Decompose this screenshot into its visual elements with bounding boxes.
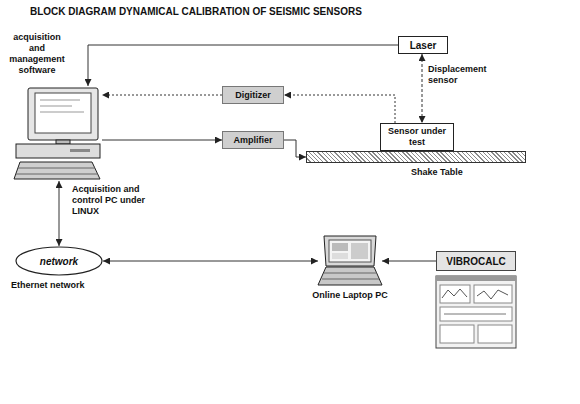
screenshot-plot: [442, 289, 467, 298]
shake-table: Shake Table: [306, 151, 526, 163]
caption-label: Online Laptop PC: [304, 290, 396, 301]
box-label: Sensor under test: [385, 126, 449, 148]
laptop-node: Online Laptop PC: [318, 236, 382, 286]
screen-window: [351, 243, 368, 259]
screenshot-titlebar: [436, 276, 516, 281]
network-ellipse-shape: [16, 247, 102, 275]
connector: [284, 140, 306, 157]
caption-label: Acquisition and control PC under LINUX: [72, 184, 164, 217]
keyboard: [14, 162, 100, 179]
key-row: [324, 273, 377, 274]
laptop-lid: [324, 236, 376, 266]
laser-box: Laser: [398, 36, 448, 54]
screenshot-panel: [440, 307, 512, 321]
connector: [102, 95, 222, 96]
connector: [59, 181, 60, 246]
screen-line: [40, 106, 72, 107]
screenshot-plot: [477, 290, 508, 299]
diagram-title: BLOCK DIAGRAM DYNAMICAL CALIBRATION OF S…: [30, 6, 362, 18]
laptop-screen: [329, 240, 371, 262]
screen-window: [332, 243, 348, 251]
screenshot-frame: [436, 276, 516, 348]
screen-line: [40, 100, 80, 101]
screenshot-panel: [478, 325, 512, 343]
connector: [102, 140, 222, 141]
key-row: [322, 279, 379, 280]
drive-slot: [70, 149, 90, 152]
computer-illustration: [14, 88, 100, 179]
connector: [422, 54, 423, 123]
box-label: VIBROCALC: [446, 256, 505, 267]
amplifier-box: Amplifier: [222, 131, 284, 149]
computer-case: [16, 144, 100, 158]
box-label: Laser: [410, 40, 437, 51]
screen-line: [40, 112, 84, 113]
laptop-illustration: [318, 236, 382, 285]
connector-label: Displacement sensor: [428, 64, 500, 86]
software-screenshot: [436, 276, 516, 348]
key-row: [16, 174, 98, 175]
screen-window: [332, 253, 348, 259]
screenshot-panel: [440, 285, 470, 303]
caption-label: Ethernet network: [11, 280, 111, 291]
screen: [35, 93, 91, 133]
digitizer-box: Digitizer: [222, 86, 284, 104]
connector: [284, 95, 395, 123]
sensor-box: Sensor under test: [380, 123, 454, 151]
caption-label: Shake Table: [411, 167, 491, 178]
laptop-base: [318, 267, 382, 285]
connector: [382, 261, 436, 262]
monitor: [28, 88, 98, 140]
screenshot-panel: [474, 285, 512, 303]
box-label: Amplifier: [233, 135, 272, 146]
computer-node: Acquisition and control PC under LINUX: [12, 86, 102, 181]
network-ellipse: networkEthernet network: [15, 246, 103, 276]
monitor-stand: [56, 140, 70, 144]
connector: [103, 261, 318, 262]
screenshot-line: [444, 314, 506, 315]
key-row: [18, 168, 95, 169]
annotation-label: acquisition and management software: [6, 32, 68, 76]
box-label: network: [40, 256, 78, 267]
box-label: Digitizer: [235, 90, 271, 101]
screenshot-panel: [440, 325, 474, 343]
connector: [88, 45, 398, 86]
vibrocalc-box: VIBROCALC: [436, 251, 516, 271]
